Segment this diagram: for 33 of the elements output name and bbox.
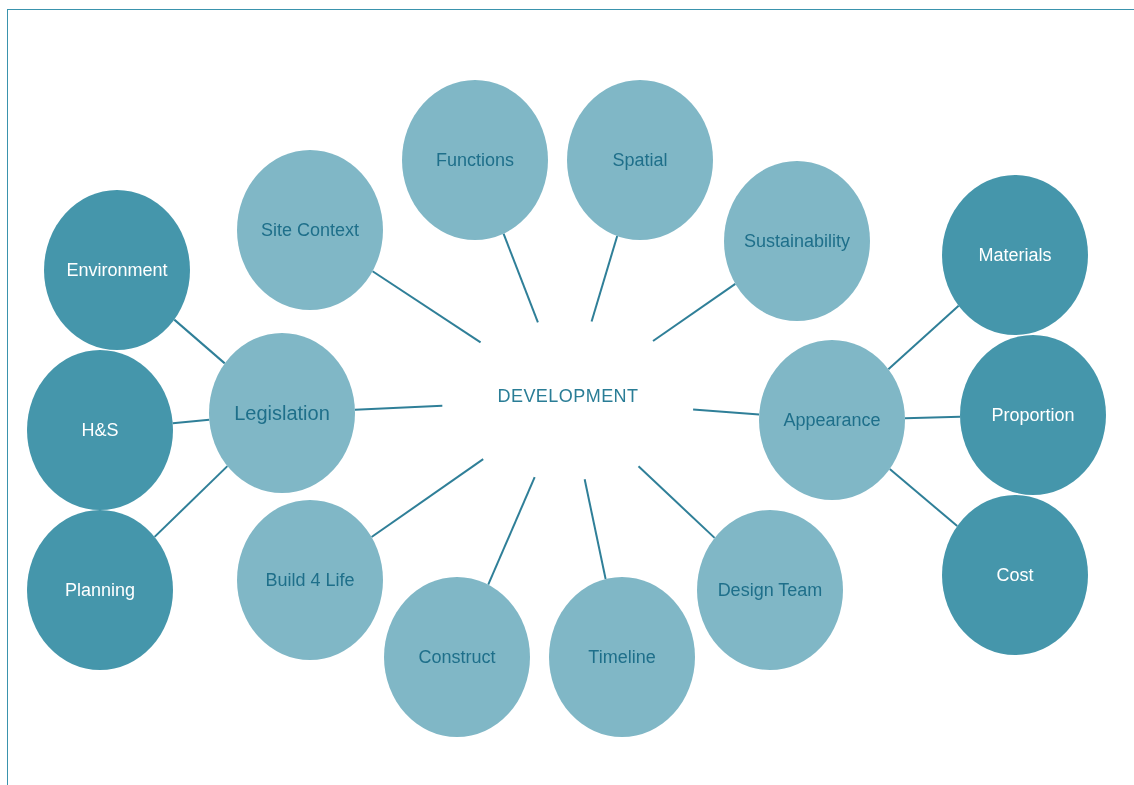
connector-line — [370, 458, 485, 539]
topic-label: Construct — [418, 645, 496, 669]
topic-label: Proportion — [991, 403, 1075, 427]
connector-line — [502, 232, 539, 324]
connector-line — [637, 465, 716, 539]
connector-line — [583, 478, 607, 581]
topic-label: Cost — [996, 563, 1034, 587]
connector-line — [171, 418, 211, 425]
connector-line — [173, 318, 226, 365]
connector-line — [887, 304, 960, 371]
connector-line — [371, 270, 482, 344]
topic-label: Sustainability — [743, 229, 851, 253]
topic-label: Planning — [64, 578, 136, 602]
topic-label: Functions — [435, 148, 514, 172]
connector-line — [353, 404, 444, 411]
connector-line — [652, 282, 737, 342]
connector-line — [487, 476, 536, 586]
topic-label: H&S — [81, 418, 119, 442]
topic-label: Spatial — [612, 148, 668, 172]
topic-label: Legislation — [234, 400, 330, 426]
topic-label: Environment — [66, 258, 168, 282]
topic-label: Timeline — [588, 645, 656, 669]
connector-line — [153, 465, 229, 538]
topic-label: Build 4 Life — [265, 568, 355, 592]
center-label: DEVELOPMENT — [497, 384, 639, 408]
topic-label: Appearance — [783, 408, 881, 432]
connector-line — [590, 235, 619, 323]
connector-line — [904, 415, 961, 420]
topic-label: Site Context — [260, 218, 360, 242]
topic-label: Design Team — [717, 578, 823, 602]
connector-line — [888, 467, 959, 528]
topic-label: Materials — [978, 243, 1052, 267]
connector-line — [692, 408, 761, 416]
